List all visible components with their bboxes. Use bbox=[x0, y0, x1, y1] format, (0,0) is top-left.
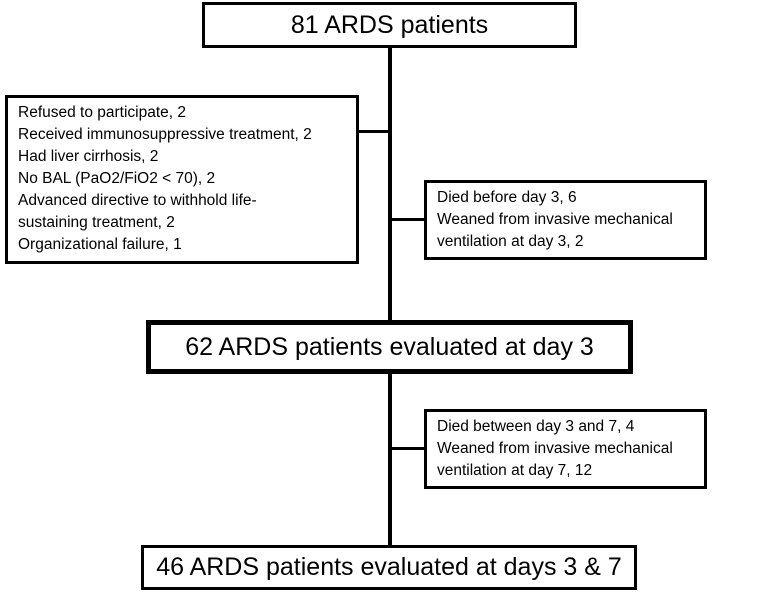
exclusion-item: Weaned from invasive mechanical bbox=[437, 211, 673, 228]
exclusion-item: No BAL (PaO2/FiO2 < 70), 2 bbox=[18, 170, 216, 187]
connector-left-exclusion bbox=[357, 130, 390, 133]
exclusion-item: Organizational failure, 1 bbox=[18, 236, 182, 253]
exclusion-item: Weaned from invasive mechanical bbox=[437, 440, 673, 457]
exclusion-item: Received immunosuppressive treatment, 2 bbox=[18, 126, 312, 143]
box-evaluated-day3: 62 ARDS patients evaluated at day 3 bbox=[146, 320, 633, 374]
exclusion-item: Died before day 3, 6 bbox=[437, 189, 577, 206]
box-exclusion-initial: Refused to participate, 2 Received immun… bbox=[5, 95, 359, 264]
connector-right-exclusion-1 bbox=[390, 218, 426, 221]
box-enrolled-text: 81 ARDS patients bbox=[290, 10, 489, 39]
exclusion-item: Refused to participate, 2 bbox=[18, 104, 187, 121]
exclusion-item: Died between day 3 and 7, 4 bbox=[437, 418, 635, 435]
exclusion-item: ventilation at day 7, 12 bbox=[437, 462, 593, 479]
exclusion-item: Had liver cirrhosis, 2 bbox=[18, 148, 159, 165]
box-exclusion-day7: Died between day 3 and 7, 4 Weaned from … bbox=[424, 409, 707, 489]
connector-right-exclusion-2 bbox=[390, 447, 426, 450]
box-enrolled: 81 ARDS patients bbox=[202, 2, 577, 48]
box-evaluated-day3-and-7: 46 ARDS patients evaluated at days 3 & 7 bbox=[141, 545, 637, 590]
main-flow-line-bottom bbox=[388, 372, 392, 548]
exclusion-item: sustaining treatment, 2 bbox=[18, 214, 175, 231]
box-evaluated-day3-and-7-text: 46 ARDS patients evaluated at days 3 & 7 bbox=[156, 553, 622, 581]
box-evaluated-day3-text: 62 ARDS patients evaluated at day 3 bbox=[185, 332, 594, 361]
main-flow-line-top bbox=[388, 46, 392, 322]
exclusion-item: ventilation at day 3, 2 bbox=[437, 233, 584, 250]
box-exclusion-day3: Died before day 3, 6 Weaned from invasiv… bbox=[424, 180, 707, 260]
exclusion-item: Advanced directive to withhold life- bbox=[18, 192, 257, 209]
